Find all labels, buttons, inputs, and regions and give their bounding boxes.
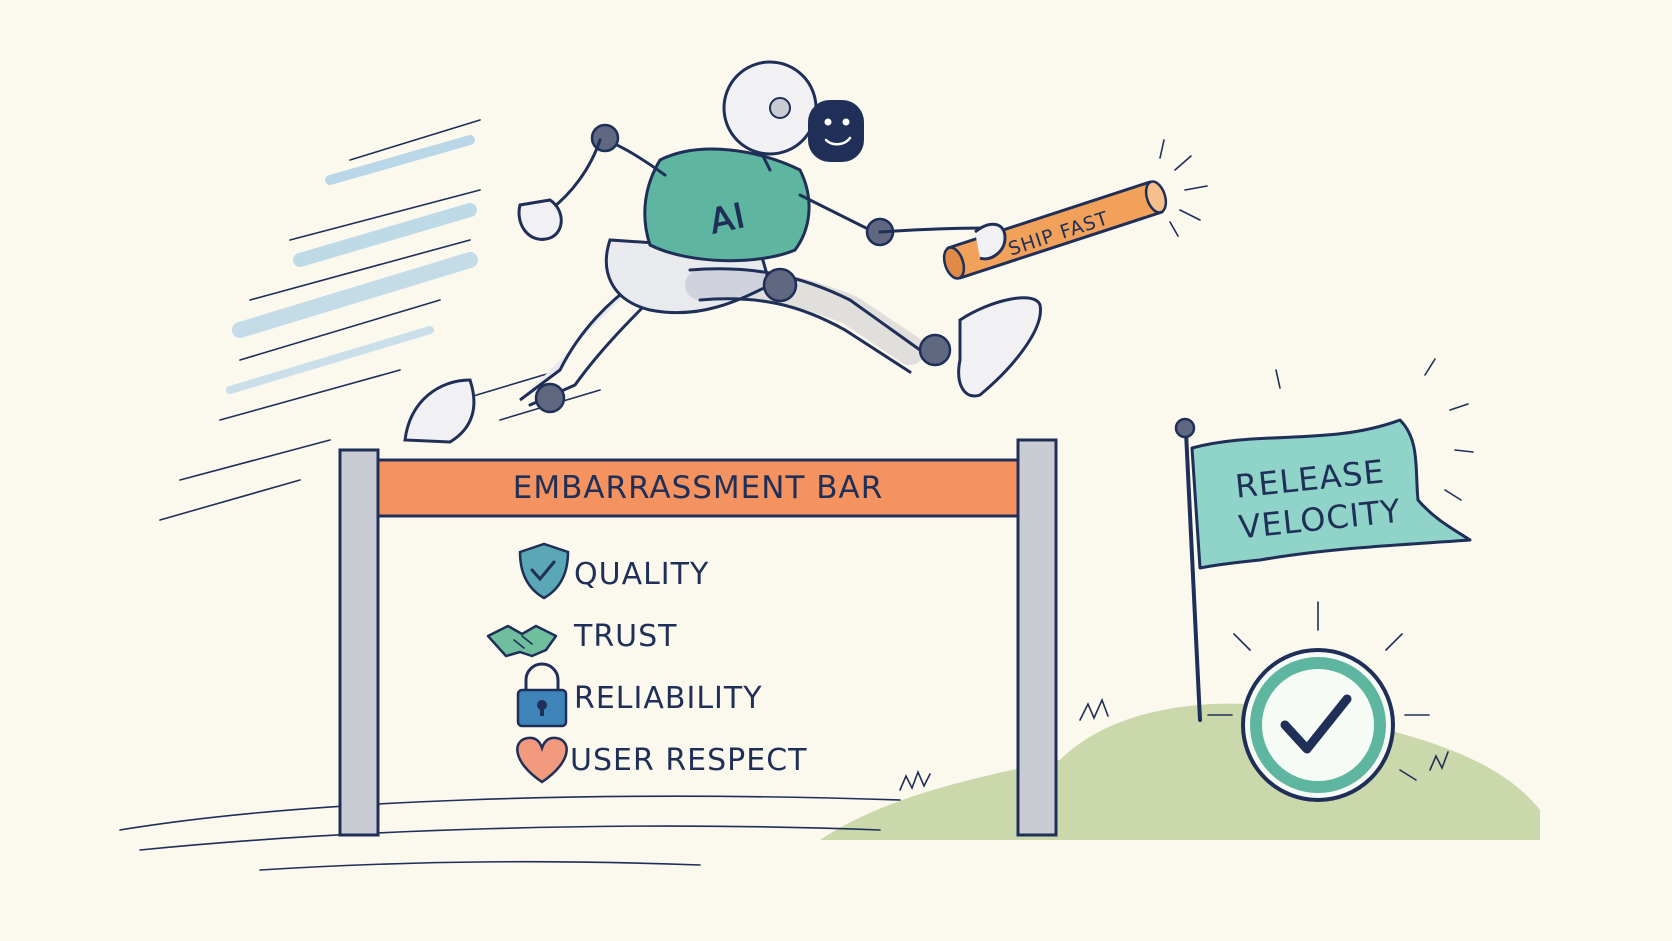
flag-icon: RELEASE VELOCITY — [1174, 358, 1474, 722]
robot-fist — [517, 198, 563, 241]
robot-front-shoe — [957, 296, 1042, 398]
baton-icon: SHIP FAST — [942, 139, 1208, 280]
padlock-icon — [516, 662, 568, 728]
heart-icon — [516, 736, 568, 784]
embarrassment-bar — [376, 458, 1020, 518]
robot-vest-text: AI — [706, 196, 749, 242]
robot-hand — [974, 222, 1007, 261]
robot-visor — [808, 100, 864, 162]
hurdle-left-post — [338, 448, 380, 837]
robot-icon: AI — [403, 60, 1042, 444]
value-label-user-respect: USER RESPECT — [570, 743, 808, 778]
value-label-reliability: RELIABILITY — [574, 681, 763, 716]
embarrassment-bar-label: EMBARRASSMENT BAR — [513, 470, 884, 506]
flag-pole — [1184, 430, 1202, 722]
shield-check-icon — [518, 542, 570, 600]
value-label-quality: QUALITY — [574, 557, 709, 592]
robot-vest — [643, 147, 811, 263]
value-label-trust: TRUST — [573, 619, 678, 654]
checkmark-circle-icon — [1207, 601, 1430, 802]
flag-cloth — [1190, 418, 1472, 570]
robot-back-shoe — [403, 378, 476, 444]
hurdle: EMBARRASSMENT BAR QUALITY TRUST RELIABIL… — [338, 438, 1058, 837]
handshake-icon — [486, 624, 558, 658]
hurdle-right-post — [1016, 438, 1058, 837]
